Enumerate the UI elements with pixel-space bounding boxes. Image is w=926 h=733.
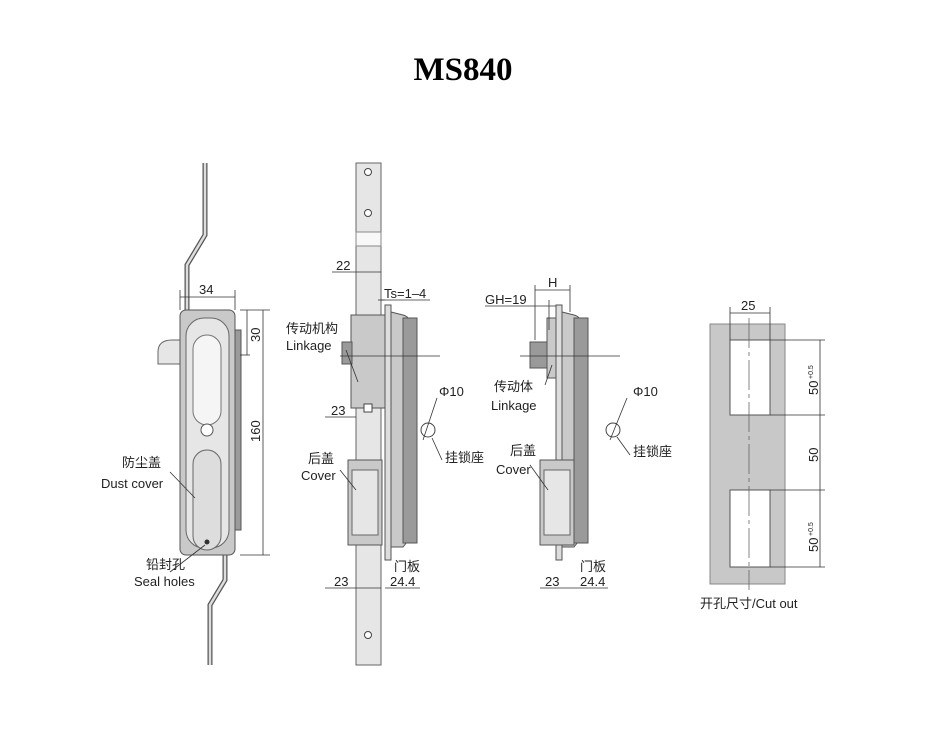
padlock-seat-label: 挂锁座 <box>633 444 672 459</box>
linkage-label-en: Linkage <box>491 398 537 413</box>
key-cylinder <box>200 423 214 437</box>
dim-23-lower: 23 <box>334 574 348 589</box>
dust-cover-label-en: Dust cover <box>101 476 164 491</box>
side-view-1: 22 Ts=1–4 传动机构 Linkage 23 Φ10 挂锁座 后盖 Cov… <box>286 162 484 666</box>
dim-22: 22 <box>336 258 350 273</box>
cover-label-en: Cover <box>496 462 531 477</box>
cutout-dim-25: 25 <box>741 298 755 313</box>
dim-23: 23 <box>545 574 559 589</box>
dim-160: 160 <box>248 420 263 442</box>
phi10-label: Φ10 <box>439 384 464 399</box>
dim-30: 30 <box>248 328 263 342</box>
dim-gh: GH=19 <box>485 292 527 307</box>
dim-23-upper: 23 <box>331 403 345 418</box>
drawing-title: MS840 <box>413 52 513 88</box>
dim-ts: Ts=1–4 <box>384 286 426 301</box>
linkage-label-cn: 传动机构 <box>286 321 338 336</box>
cutout-upper <box>729 339 771 416</box>
lock-bar <box>355 162 382 666</box>
front-view: 34 30 160 防尘盖 Dust cover 铅封孔 Seal holes <box>101 163 270 665</box>
padlock-seat <box>420 422 436 438</box>
linkage-label-cn: 传动体 <box>494 379 533 394</box>
linkage-label-en: Linkage <box>286 338 332 353</box>
phi10-label: Φ10 <box>633 384 658 399</box>
cutout-dim-top-tol: +0.5 <box>808 365 815 379</box>
linkage-block <box>350 314 387 409</box>
cutout-caption: 开孔尺寸/Cut out <box>700 596 798 611</box>
door-panel-label: 门板 <box>394 559 420 574</box>
dust-cover <box>192 449 222 551</box>
cutout-dim-top: 50 <box>806 381 821 395</box>
cover-label-cn: 后盖 <box>308 451 334 466</box>
cutout-dim-bottom-tol: +0.5 <box>808 522 815 536</box>
seal-hole <box>204 539 210 545</box>
padlock-seat-label: 挂锁座 <box>445 450 484 465</box>
seal-holes-label-cn: 铅封孔 <box>146 557 185 572</box>
padlock-seat <box>605 422 621 438</box>
dust-cover-label-cn: 防尘盖 <box>122 455 161 470</box>
cover-label-cn: 后盖 <box>510 443 536 458</box>
cutout-dim-mid: 50 <box>806 448 821 462</box>
linkage-block <box>529 341 549 369</box>
dim-24-4: 24.4 <box>390 574 415 589</box>
cutout-lower <box>729 489 771 568</box>
side-view-2: H GH=19 传动体 Linkage Φ10 挂锁座 后盖 Cover 门板 … <box>485 275 672 589</box>
door-panel-label: 门板 <box>580 559 606 574</box>
dim-width-34: 34 <box>199 282 213 297</box>
dim-24-4: 24.4 <box>580 574 605 589</box>
dim-h: H <box>548 275 557 290</box>
door-panel <box>384 304 392 561</box>
seal-holes-label-en: Seal holes <box>134 574 195 589</box>
lock-rod-bottom <box>207 555 228 665</box>
cutout-view: 25 50 +0.5 50 50 +0.5 开孔尺寸/Cut out <box>700 298 825 611</box>
cover-label-en: Cover <box>301 468 336 483</box>
cutout-dim-bottom: 50 <box>806 538 821 552</box>
